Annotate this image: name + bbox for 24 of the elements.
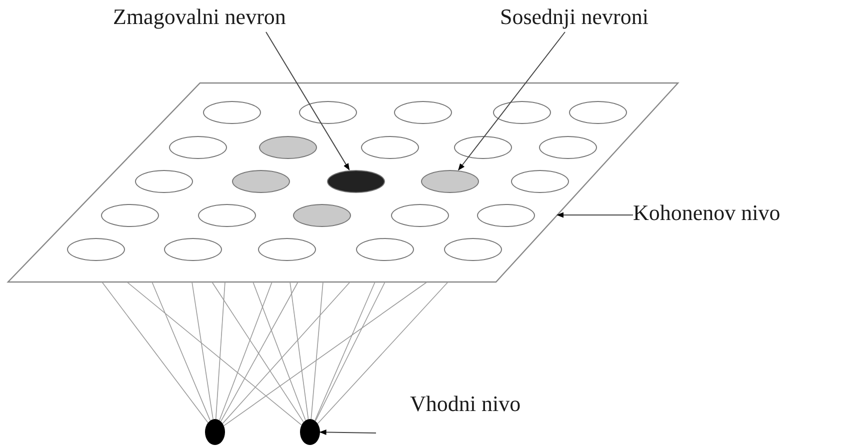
connection-line: [310, 282, 324, 420]
layer-label: Kohonenov nivo: [633, 200, 780, 226]
connection-line: [212, 282, 304, 422]
connection-line: [219, 282, 272, 421]
layer-label: Zmagovalni nevron: [113, 4, 286, 30]
leader-arrow: [266, 32, 350, 170]
leader-arrow: [458, 32, 566, 171]
connection-line: [223, 282, 428, 426]
connection-line: [102, 282, 208, 424]
leader-arrow: [556, 212, 634, 218]
connection-line: [222, 282, 350, 424]
connection-line: [152, 282, 211, 421]
layer-label: Vhodni nivo: [376, 391, 521, 445]
connection-line: [220, 282, 298, 422]
connection-line: [192, 282, 214, 420]
connection-line: [215, 282, 226, 420]
input-neuron: [300, 419, 320, 445]
connection-line: [252, 282, 306, 421]
connection-line: [126, 282, 302, 426]
layer-label: Sosednji nevroni: [500, 4, 648, 30]
connection-line: [290, 282, 309, 420]
connection-line: [317, 282, 448, 424]
leader-arrow: [319, 429, 376, 436]
input-neuron: [205, 419, 225, 445]
